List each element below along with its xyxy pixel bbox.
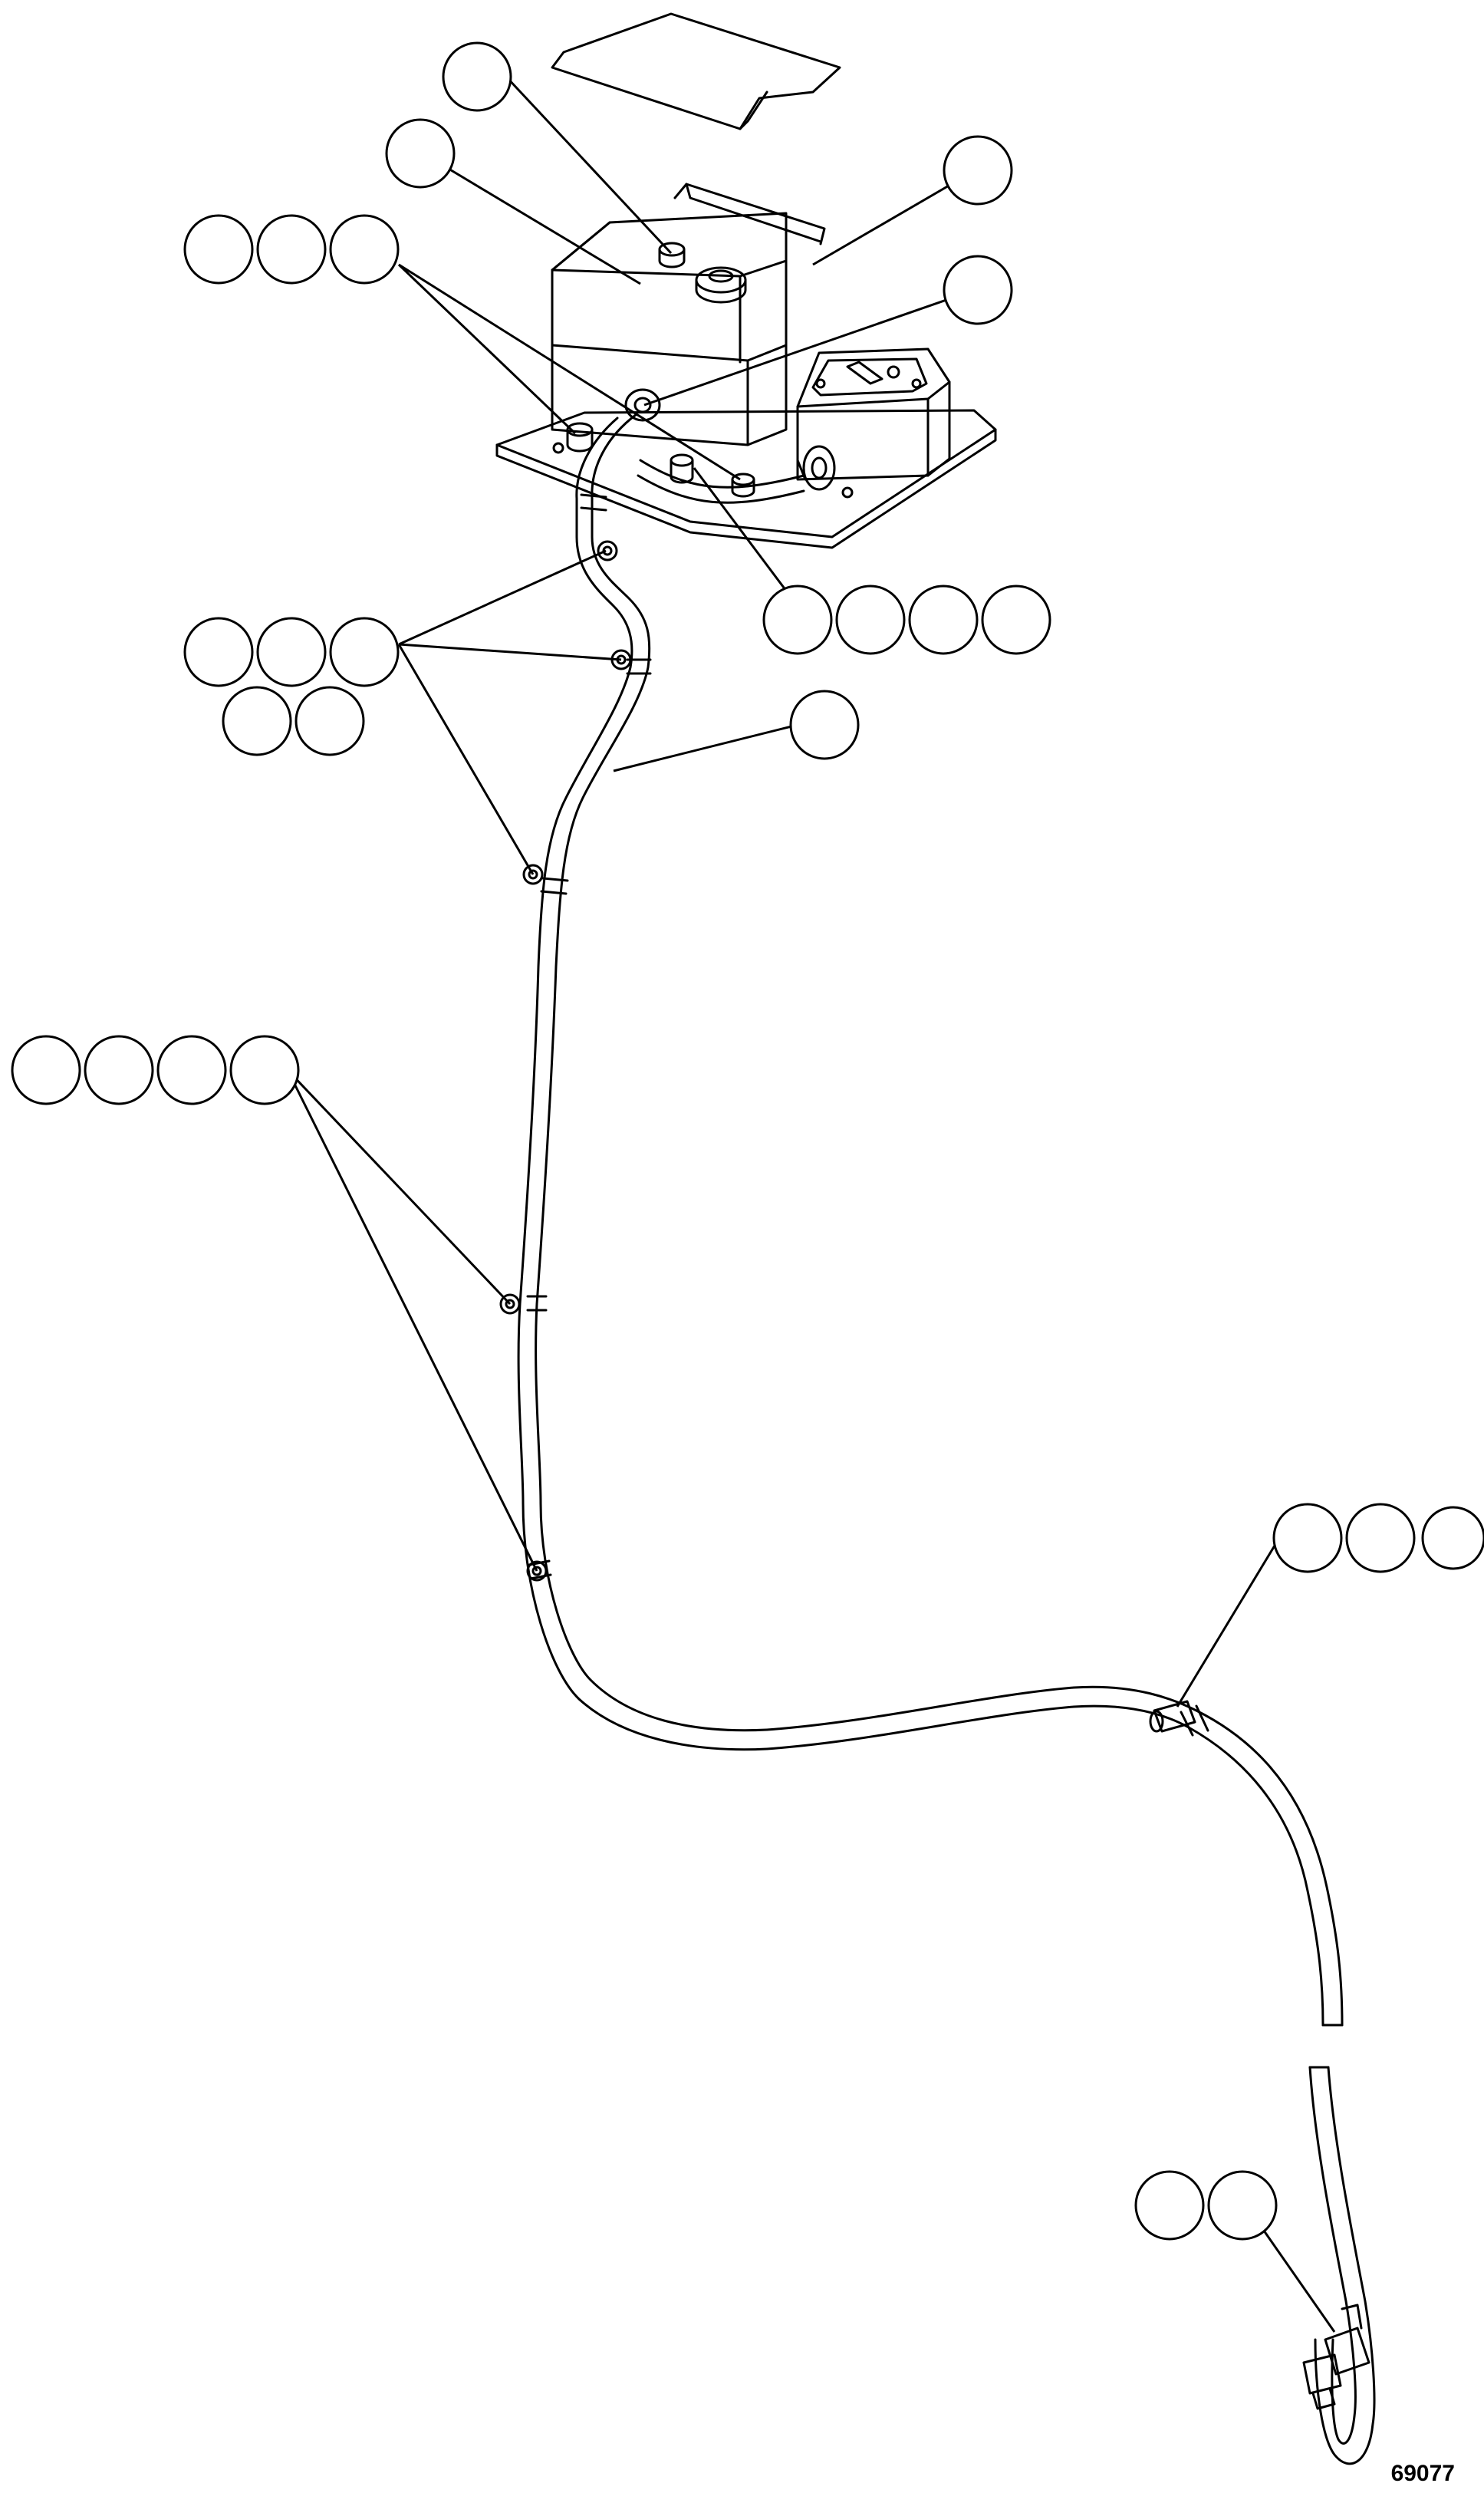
callout-balloon	[1421, 1506, 1484, 1570]
cover-plate	[551, 12, 841, 130]
callout-balloon	[84, 1035, 154, 1105]
callout-balloon	[1345, 1503, 1416, 1573]
callout-balloon	[11, 1035, 81, 1105]
base-plate	[495, 409, 997, 549]
callout-balloon	[329, 214, 400, 285]
callout-balloon	[943, 135, 1013, 206]
leader-lines	[286, 75, 1336, 2333]
callout-balloon	[1134, 2170, 1205, 2241]
callout-balloon	[256, 214, 327, 285]
callout-balloon	[229, 1035, 300, 1105]
switch-box	[796, 347, 951, 491]
callout-balloon	[762, 585, 833, 655]
callout-balloon	[294, 686, 365, 756]
callout-balloon	[442, 41, 512, 112]
callout-balloon	[1207, 2170, 1278, 2241]
main-hose	[499, 413, 1344, 2027]
callout-balloon	[156, 1035, 227, 1105]
callout-balloon	[943, 255, 1013, 325]
callout-balloon	[981, 585, 1051, 655]
callout-balloon	[835, 585, 906, 655]
callout-balloon	[1272, 1503, 1343, 1573]
callout-balloon	[329, 617, 400, 687]
figure-id-label: 69077	[1390, 2461, 1455, 2486]
callout-balloon	[222, 686, 292, 756]
base-fittings	[566, 422, 755, 498]
callout-balloon	[256, 617, 327, 687]
callout-balloon	[789, 690, 860, 760]
nozzle-hose	[1302, 2024, 1376, 2465]
callout-balloon	[183, 617, 254, 687]
callout-balloon	[908, 585, 979, 655]
callout-balloon	[385, 118, 456, 189]
reservoir-tank	[551, 183, 826, 446]
callout-balloons	[11, 41, 1484, 2241]
callout-balloon	[183, 214, 254, 285]
